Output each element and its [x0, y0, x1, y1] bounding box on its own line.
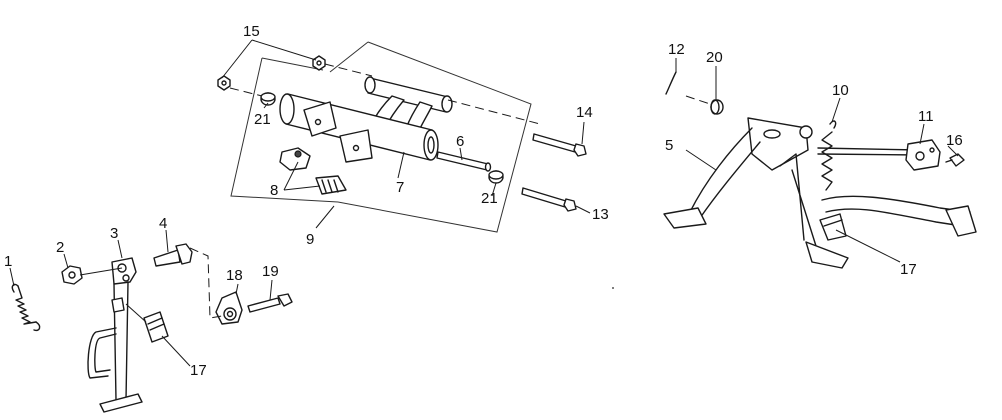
spring-part-10	[821, 120, 837, 191]
pivot-bolt-part-4	[153, 243, 193, 267]
callout-7: 7	[396, 179, 404, 196]
stopper-part-8-lower	[315, 175, 347, 195]
pin-part-6	[436, 151, 492, 172]
callout-2: 2	[56, 239, 64, 256]
pivot-frame-part	[279, 76, 453, 163]
rubber-pad-part-17-left	[143, 311, 169, 343]
callout-10: 10	[832, 82, 849, 99]
axis-line-main	[685, 95, 711, 105]
switch-part-18	[215, 291, 243, 325]
bolt-part-14	[532, 133, 587, 157]
stray-mark	[612, 287, 614, 289]
callout-21-left: 21	[254, 111, 271, 128]
axis-line-top	[324, 63, 373, 77]
callout-18: 18	[226, 267, 243, 284]
guide-line-bolt	[189, 247, 223, 319]
callout-1: 1	[4, 253, 12, 270]
clip-part-12	[665, 71, 677, 95]
callout-4: 4	[159, 215, 167, 232]
leader-lines	[9, 39, 959, 367]
bolt-part-19	[247, 293, 293, 313]
kick-lever	[819, 195, 977, 241]
screw-part-16	[945, 153, 965, 167]
callout-20: 20	[706, 49, 723, 66]
callout-13: 13	[592, 206, 609, 223]
callout-6: 6	[456, 133, 464, 150]
stopper-part-8-upper	[279, 147, 311, 171]
callout-3: 3	[110, 225, 118, 242]
nut-part-15-right	[312, 55, 326, 71]
nut-part-15-left	[217, 75, 231, 91]
bushing-part-21-left	[260, 92, 276, 106]
callout-labels: 15 21 21 6 7 8 9 14 13 12 20 10 11 5 16 …	[4, 23, 963, 379]
callout-16: 16	[946, 132, 963, 149]
axis-line-left	[229, 87, 263, 97]
bolt-part-13	[521, 187, 577, 212]
axis-line-right	[447, 99, 541, 125]
bushing-part-21-right	[488, 170, 504, 184]
callout-15: 15	[243, 23, 260, 40]
side-stand-part-3	[87, 257, 143, 413]
callout-5: 5	[665, 137, 673, 154]
callout-19: 19	[262, 263, 279, 280]
bracket-plate-part-11	[905, 139, 941, 171]
spring-part-1	[11, 283, 41, 332]
callout-21-right: 21	[481, 190, 498, 207]
bushing-part-20	[710, 99, 724, 115]
callout-9: 9	[306, 231, 314, 248]
callout-17-right: 17	[900, 261, 917, 278]
assembly-box-outline	[230, 41, 532, 233]
callout-14: 14	[576, 104, 593, 121]
nut-part-2	[61, 265, 83, 285]
main-stand-part-5	[663, 117, 921, 269]
callout-8: 8	[270, 182, 278, 199]
callout-12: 12	[668, 41, 685, 58]
callout-11: 11	[918, 108, 934, 125]
callout-17-left: 17	[190, 362, 207, 379]
